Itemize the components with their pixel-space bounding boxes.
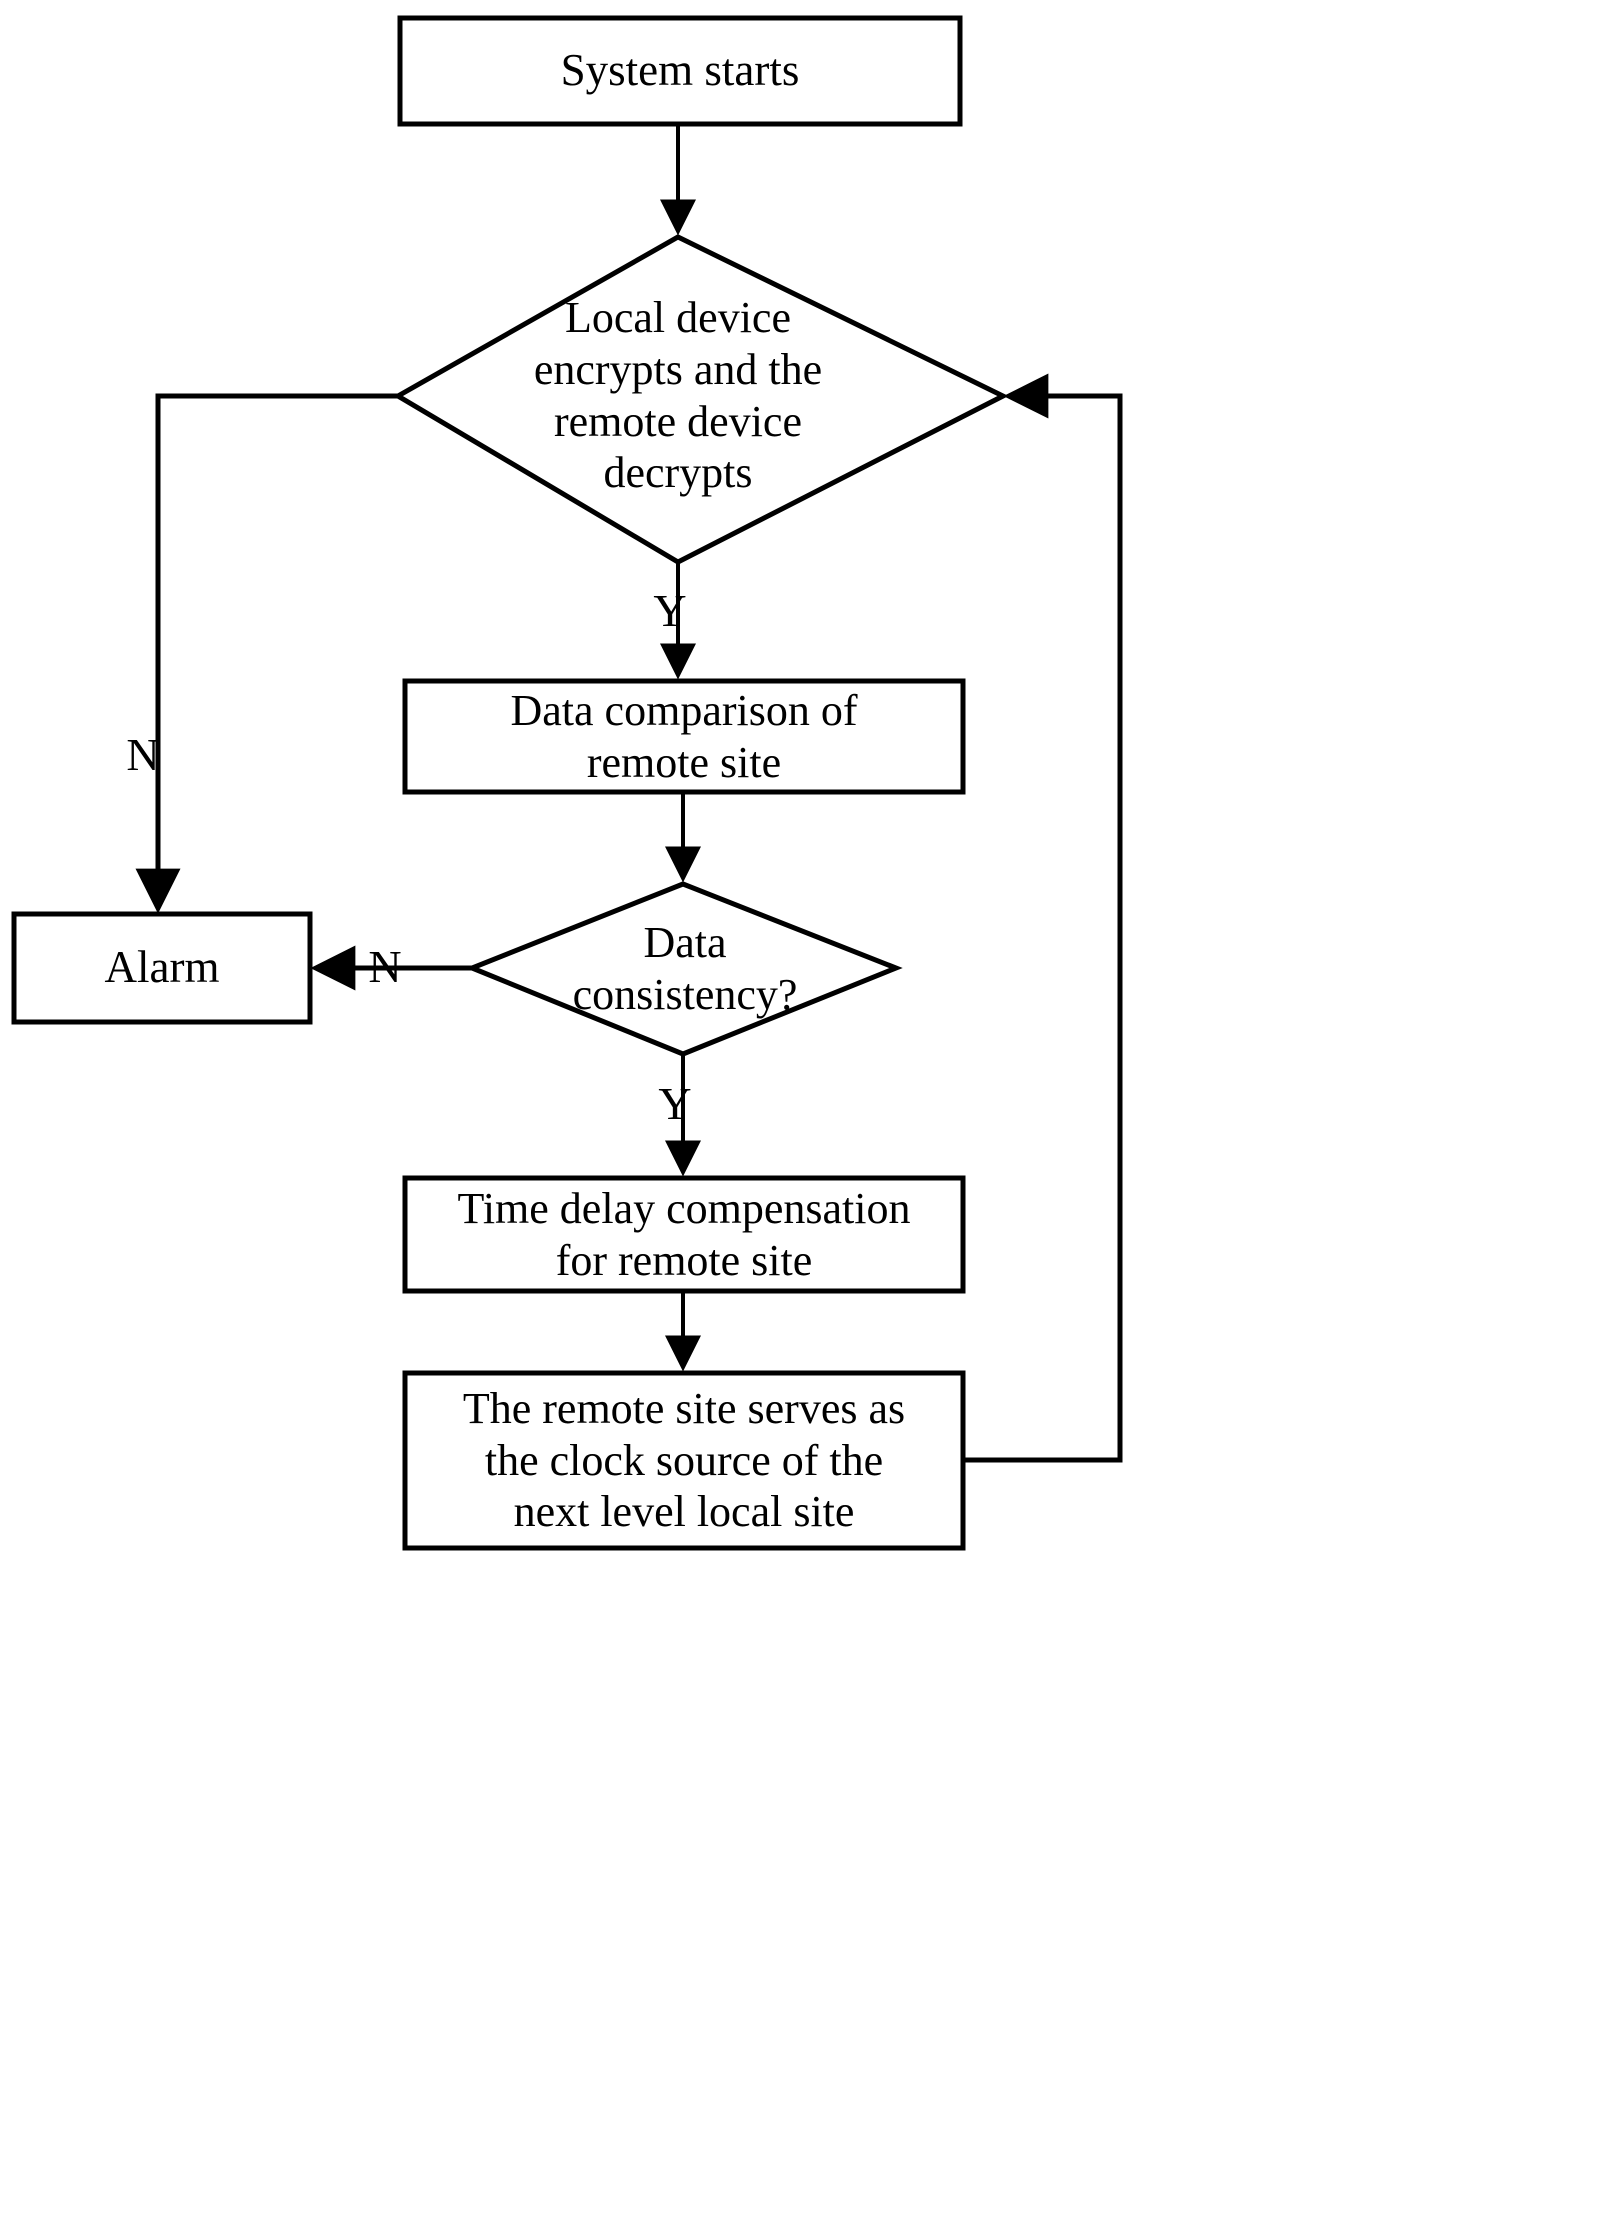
node-shape-consistency[interactable] xyxy=(465,881,903,1057)
node-shape-encrypt[interactable] xyxy=(393,234,1009,565)
node-shape-delay[interactable] xyxy=(402,1175,966,1294)
node-shape-compare[interactable] xyxy=(402,678,966,795)
edge-clocksrc-to-encrypt xyxy=(963,373,1123,1463)
edge-label-y-encrypt: Y xyxy=(653,585,687,636)
node-shape-start[interactable] xyxy=(397,15,963,127)
node-shape-clocksrc[interactable] xyxy=(402,1370,966,1551)
edge-label-n-encrypt: N xyxy=(126,729,160,780)
edge-label-n-consistency: N xyxy=(368,941,402,992)
edge-encrypt-to-alarm xyxy=(135,393,398,914)
node-shape-alarm[interactable] xyxy=(11,911,313,1025)
edge-label-y-consistency: Y xyxy=(658,1078,692,1129)
